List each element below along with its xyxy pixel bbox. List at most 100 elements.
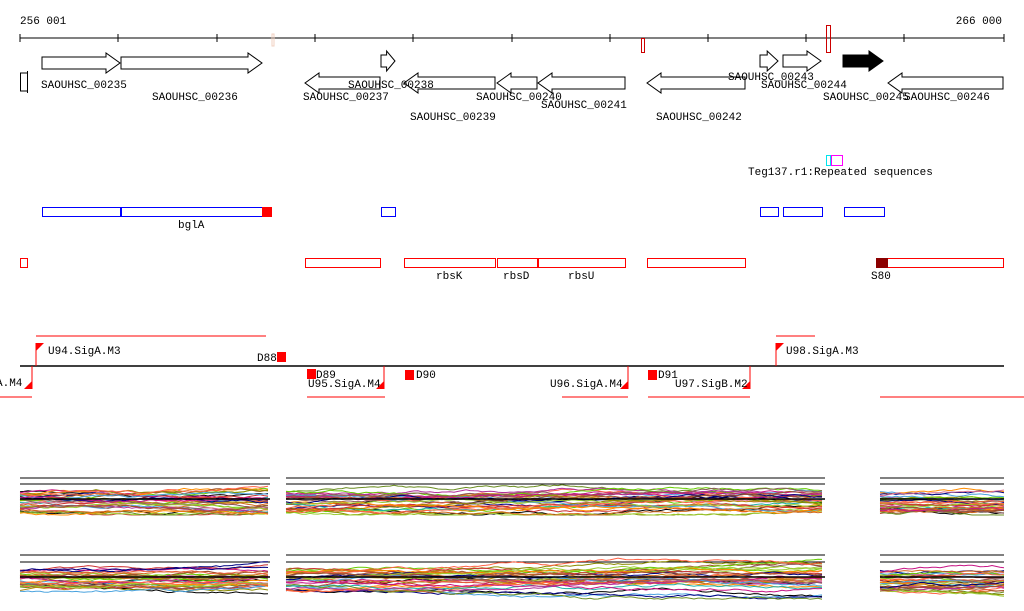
expression-panel (19, 554, 270, 595)
ruler-start-label: 256 001 (20, 16, 67, 28)
expression-series (285, 499, 823, 512)
gene-arrow-saouhsc_00245[interactable] (842, 50, 884, 72)
promoter-track (0, 335, 1024, 398)
gene-arrow-saouhsc_00244[interactable] (782, 50, 822, 72)
terminator-box[interactable] (307, 369, 316, 379)
expression-series (19, 495, 269, 503)
expression-series (879, 489, 1005, 497)
marker[interactable] (826, 25, 831, 53)
transcript-feature[interactable] (404, 258, 496, 268)
transcript-start-marker (876, 258, 888, 268)
expression-series (285, 484, 823, 497)
gene-arrow-saouhsc_00238[interactable] (380, 49, 396, 73)
promoter-label: A.M4 (0, 378, 23, 390)
promoter-labels: U94.SigA.M3 D88 U98.SigA.M3 A.M4 D89 U95… (0, 346, 859, 391)
gene-arrow-saouhsc_00241[interactable] (537, 72, 626, 94)
expression-series (285, 503, 823, 511)
gene-label: SAOUHSC_00235 (41, 80, 127, 92)
promoter-flag[interactable] (24, 381, 32, 389)
repeat-feature[interactable] (826, 155, 831, 166)
transcript-track (20, 258, 1004, 268)
gene-track (20, 49, 1004, 94)
expression-series (19, 570, 269, 576)
transcript-feature[interactable] (497, 258, 538, 268)
gene-label: SAOUHSC_00243 (728, 72, 814, 84)
operon-feature[interactable] (121, 207, 268, 217)
promoter-flag[interactable] (742, 381, 750, 389)
expression-series (19, 498, 269, 508)
ruler: 256 001 266 000 (19, 16, 1005, 53)
gene-arrow-saouhsc_00246[interactable] (887, 72, 1004, 94)
promoter-flag[interactable] (620, 381, 628, 389)
transcript-feature[interactable] (647, 258, 746, 268)
promoter-label: U97.SigB.M2 (675, 379, 748, 391)
operon-feature[interactable] (381, 207, 396, 217)
transcript-labels: rbsK rbsD rbsU S80 (436, 271, 891, 283)
transcript-label: rbsK (436, 271, 463, 283)
operon-label: bglA (178, 220, 205, 232)
expression-series (879, 569, 1005, 574)
terminator-box[interactable] (405, 370, 414, 380)
expression-series (879, 588, 1004, 596)
operon-feature[interactable] (783, 207, 823, 217)
expression-series (286, 569, 823, 580)
expression-series (879, 584, 1005, 592)
marker (271, 33, 275, 47)
expression-series (285, 507, 823, 516)
marker[interactable] (641, 38, 645, 53)
operon-feature[interactable] (42, 207, 121, 217)
expression-series (879, 500, 1005, 505)
gene-label: SAOUHSC_00241 (541, 100, 627, 112)
expression-series (286, 490, 823, 501)
expression-series (285, 583, 823, 601)
transcript-label: rbsU (568, 271, 594, 283)
gene-arrow-saouhsc_00240[interactable] (496, 72, 538, 94)
transcript-label: rbsD (503, 271, 530, 283)
promoter-label: D89 (316, 370, 336, 382)
ruler-end-label: 266 000 (956, 16, 1002, 28)
gene-arrow-saouhsc_00236[interactable] (120, 52, 263, 74)
repeat-feature[interactable] (831, 155, 843, 166)
expression-series (285, 577, 823, 586)
gene-label: SAOUHSC_00236 (152, 92, 238, 104)
transcript-feature[interactable] (305, 258, 381, 268)
expression-panel (879, 554, 1005, 597)
promoter-flag[interactable] (376, 381, 384, 389)
expression-series (19, 509, 269, 516)
expression-series (19, 566, 269, 572)
expression-series (19, 508, 269, 515)
expression-series (285, 501, 823, 514)
gene-arrow-saouhsc_00239[interactable] (403, 72, 496, 94)
terminator-box[interactable] (277, 352, 286, 362)
partial-gene[interactable] (20, 71, 28, 93)
gene-label: SAOUHSC_00239 (410, 112, 496, 124)
gene-label: SAOUHSC_00238 (348, 80, 434, 92)
transcript-feature[interactable] (876, 258, 1004, 268)
expression-series (285, 575, 823, 584)
transcript-feature[interactable] (538, 258, 626, 268)
transcript-feature[interactable] (20, 258, 28, 268)
expression-series (879, 586, 1005, 595)
promoter-label: D91 (658, 370, 678, 382)
terminator-box[interactable] (648, 370, 657, 380)
promoter-label: U98.SigA.M3 (786, 346, 859, 358)
expression-series (285, 557, 823, 574)
gene-arrow-saouhsc_00235[interactable] (41, 52, 121, 74)
gene-arrow-saouhsc_00243[interactable] (759, 49, 779, 73)
expression-series (19, 501, 269, 510)
operon-feature[interactable] (844, 207, 885, 217)
operon-track (42, 207, 885, 217)
expression-series (19, 504, 269, 513)
expression-series (285, 490, 823, 502)
promoter-flag[interactable] (776, 343, 784, 351)
expression-panel (285, 477, 825, 516)
gene-label: SAOUHSC_00237 (303, 92, 389, 104)
expression-series (19, 573, 269, 581)
gene-arrow-saouhsc_00237[interactable] (304, 72, 381, 94)
gene-label: SAOUHSC_00246 (904, 92, 990, 104)
operon-end-marker (262, 207, 272, 217)
promoter-flag[interactable] (36, 343, 44, 351)
gene-arrow-saouhsc_00242[interactable] (646, 72, 746, 94)
operon-feature[interactable] (760, 207, 779, 217)
